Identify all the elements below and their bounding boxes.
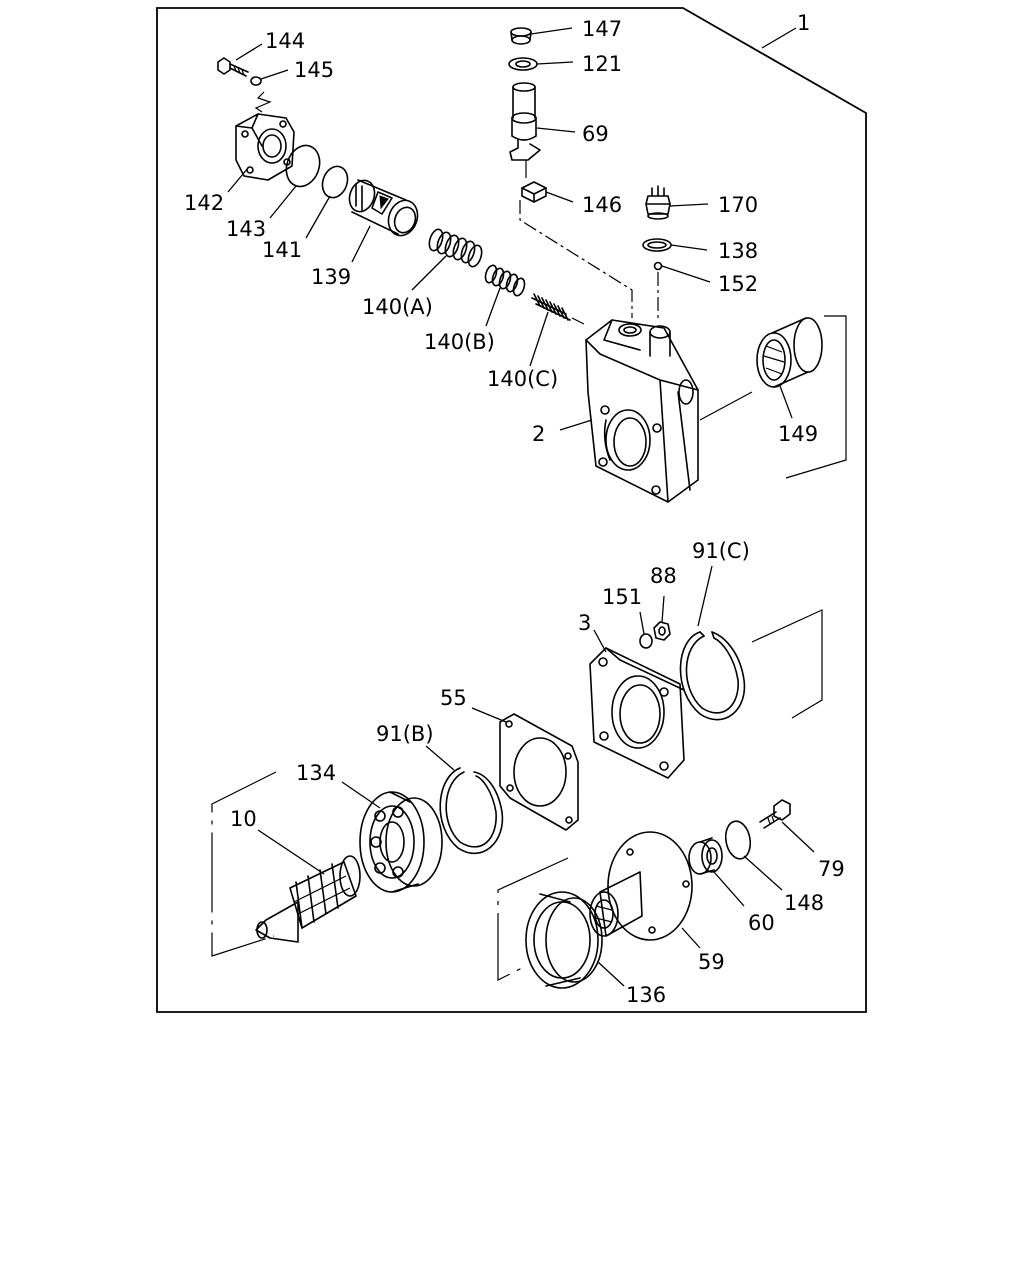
label-147: 147	[582, 17, 622, 41]
label-140c: 140(C)	[487, 367, 558, 391]
part-151-washer	[639, 633, 653, 649]
centerline-146	[519, 200, 633, 318]
bracket-10	[211, 771, 277, 957]
label-55: 55	[440, 686, 467, 710]
part-91c-snap-ring	[679, 631, 746, 721]
label-148: 148	[784, 891, 824, 915]
part-152-ball	[653, 261, 663, 271]
part-140b-spring	[484, 264, 526, 297]
leader-1	[761, 27, 797, 49]
part-170-sensor	[645, 185, 671, 220]
part-91b-snap-ring	[439, 767, 504, 855]
label-91c: 91(C)	[692, 539, 750, 563]
label-91b: 91(B)	[376, 722, 434, 746]
part-140a-spring	[428, 228, 483, 268]
part-88-nut	[653, 621, 671, 641]
part-144-bolt	[217, 57, 249, 77]
label-142: 142	[184, 191, 224, 215]
part-147-cap	[510, 27, 532, 45]
label-145: 145	[294, 58, 334, 82]
label-149: 149	[778, 422, 818, 446]
part-59-flange	[589, 831, 693, 941]
part-2-valve-body	[585, 319, 699, 503]
label-121: 121	[582, 52, 622, 76]
part-138-oring	[642, 238, 672, 252]
label-1: 1	[797, 11, 810, 35]
label-10: 10	[230, 807, 257, 831]
label-140b: 140(B)	[424, 330, 495, 354]
part-149-bearing	[756, 317, 823, 388]
label-60: 60	[748, 911, 775, 935]
part-3-housing	[589, 647, 685, 779]
label-59: 59	[698, 950, 725, 974]
label-146: 146	[582, 193, 622, 217]
label-138: 138	[718, 239, 758, 263]
part-60-plug	[688, 837, 723, 875]
part-146-block	[521, 181, 547, 203]
part-labels: 1 147 121 69 146 170 138 152 144 145 142…	[184, 11, 845, 1007]
bracket-136	[497, 857, 569, 981]
label-2: 2	[532, 422, 545, 446]
label-69: 69	[582, 122, 609, 146]
assembly-frame	[156, 7, 867, 1013]
part-142-cover	[235, 113, 295, 181]
label-134: 134	[296, 761, 336, 785]
label-141: 141	[262, 238, 302, 262]
bracket-91c	[751, 609, 823, 719]
label-151: 151	[602, 585, 642, 609]
part-139-sleeve	[348, 179, 419, 237]
part-134-bearing	[359, 791, 443, 893]
part-140c-spring	[531, 293, 571, 321]
label-3: 3	[578, 611, 591, 635]
part-10-shaft	[255, 855, 361, 943]
part-141-oring	[321, 165, 349, 199]
part-121-washer	[508, 57, 538, 71]
label-152: 152	[718, 272, 758, 296]
part-145-washer	[250, 76, 262, 86]
part-148-oring	[724, 820, 752, 860]
label-79: 79	[818, 857, 845, 881]
label-144: 144	[265, 29, 305, 53]
label-139: 139	[311, 265, 351, 289]
label-140a: 140(A)	[362, 295, 433, 319]
label-143: 143	[226, 217, 266, 241]
part-79-bolt	[759, 799, 791, 829]
label-136: 136	[626, 983, 666, 1007]
part-55-gasket	[499, 713, 579, 831]
part-136-seal	[525, 891, 603, 989]
part-69-plunger	[509, 82, 541, 178]
label-88: 88	[650, 564, 677, 588]
bracket-149	[785, 315, 847, 479]
label-170: 170	[718, 193, 758, 217]
part-143-oring	[285, 144, 321, 188]
